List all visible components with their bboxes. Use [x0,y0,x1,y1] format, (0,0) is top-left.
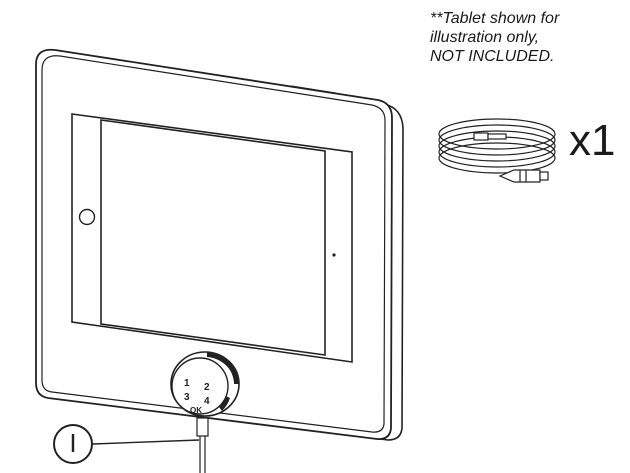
enclosure-side-edge [379,103,404,441]
cable-quantity-label: x1 [569,116,616,165]
disclaimer-line-2: illustration only, [430,29,540,46]
enclosure-inner-frame [41,55,386,433]
lock-dial: 1 2 3 4 OK [170,351,240,417]
enclosure-outer-frame [35,48,393,440]
disclaimer-line-3: NOT INCLUDED. [430,48,555,65]
tablet-bezel [71,113,353,363]
dial-key-ok: OK [190,406,202,415]
home-button-icon [78,208,96,226]
callout-leader [92,439,200,445]
camera-dot-icon [332,253,336,257]
dial-key-1: 1 [184,378,190,389]
disclaimer-line-1: **Tablet shown for [430,10,560,27]
dial-key-2: 2 [204,382,210,393]
illustration-disclaimer: **Tablet shown for illustration only, NO… [430,9,626,66]
tablet-screen [100,119,326,356]
usb-cable-coil-icon [438,118,556,183]
dial-key-4: 4 [204,396,210,407]
dial-key-3: 3 [184,392,190,403]
lock-cable [196,417,209,473]
callout-label: I [53,424,93,464]
